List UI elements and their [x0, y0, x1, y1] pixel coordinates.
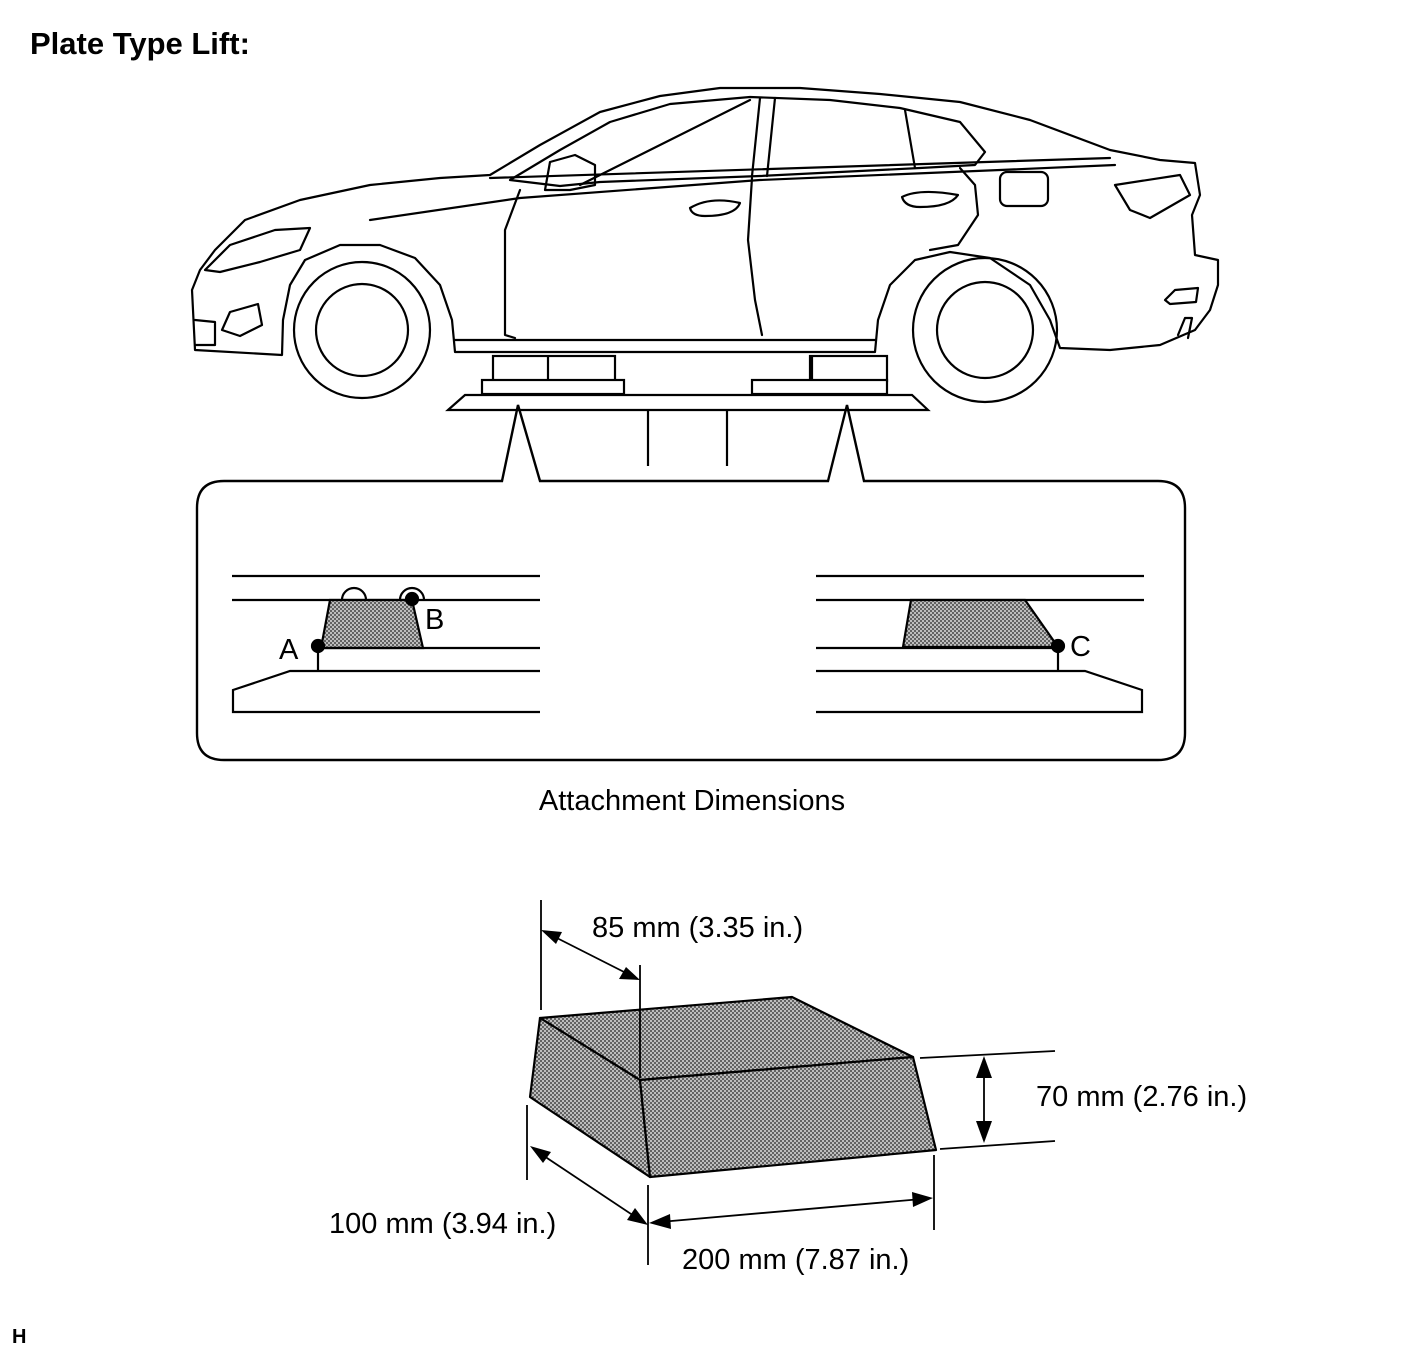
- fuel-door: [998, 170, 1050, 208]
- attachment-pad-left: [319, 598, 425, 650]
- car-body-outline: [190, 86, 1220, 357]
- label-point-c: C: [1070, 631, 1091, 663]
- attachment-pad-right: [901, 598, 1061, 649]
- label-point-b: B: [425, 604, 444, 636]
- block-front-face: [638, 1055, 938, 1179]
- window-outline: [508, 95, 987, 188]
- point-c-marker: [1050, 638, 1066, 654]
- point-a-marker: [310, 638, 326, 654]
- dim-depth-label: 100 mm (3.94 in.): [329, 1208, 556, 1240]
- front-door-edge: [503, 188, 522, 340]
- page-title: Plate Type Lift:: [30, 26, 250, 61]
- front-fog-light: [220, 302, 264, 338]
- plate-lift: [445, 354, 931, 466]
- a-pillar: [578, 98, 752, 187]
- headlight: [203, 226, 312, 274]
- detail-callout-box: [195, 404, 1187, 762]
- lift-attachment-rear-top: [808, 354, 889, 383]
- attachment-heading: Attachment Dimensions: [539, 785, 845, 817]
- rear-door-edge: [928, 166, 980, 252]
- figure-id: H: [12, 1326, 27, 1348]
- front-wheel: [292, 260, 432, 400]
- rear-door-handle: [900, 190, 960, 209]
- dim-length-label: 200 mm (7.87 in.): [682, 1244, 909, 1276]
- label-point-a: A: [279, 634, 299, 666]
- lift-attachment-front-top: [491, 354, 617, 383]
- lift-platform: [445, 393, 931, 412]
- rear-reflector: [1163, 286, 1200, 306]
- c-pillar: [903, 108, 917, 170]
- lift-attachment-front-base: [480, 378, 626, 396]
- center-door-edge: [746, 176, 764, 337]
- dim-height-label: 70 mm (2.76 in.): [1036, 1081, 1247, 1113]
- beltline: [488, 156, 1112, 180]
- detail-left: [231, 574, 540, 714]
- dim-top-width-label: 85 mm (3.35 in.): [592, 912, 803, 944]
- lift-attachment-rear-base: [750, 378, 889, 396]
- attachment-block: [528, 995, 938, 1179]
- character-line: [368, 163, 1117, 222]
- tail-light: [1113, 173, 1192, 220]
- detail-right: [816, 574, 1144, 714]
- front-door-handle: [688, 199, 742, 218]
- exhaust: [1176, 316, 1194, 340]
- car-illustration: [190, 86, 1220, 404]
- front-bumper: [193, 318, 217, 347]
- b-pillar: [750, 96, 762, 178]
- side-mirror: [543, 153, 597, 192]
- rear-wheel: [911, 256, 1059, 404]
- point-b-marker: [404, 591, 420, 607]
- dimension-lines: [526, 900, 1056, 1265]
- b-pillar-inner: [765, 96, 777, 178]
